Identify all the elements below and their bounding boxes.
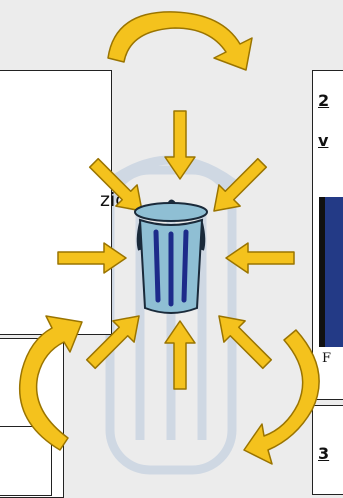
right-panel-heading-number: 2	[318, 91, 330, 110]
arrows-layer	[18, 11, 320, 465]
curved-arrow-icon	[107, 11, 253, 71]
straight-arrow-icon	[225, 242, 295, 274]
bottom-right-heading-number: 3	[318, 444, 330, 463]
bottom-right-panel: 3	[312, 405, 343, 495]
straight-arrow-icon	[79, 304, 151, 376]
straight-arrow-icon	[164, 110, 196, 180]
curved-arrow-icon	[18, 315, 83, 451]
right-panel: 2 v F	[312, 70, 343, 400]
straight-arrow-icon	[57, 242, 127, 274]
straight-arrow-icon	[207, 304, 279, 376]
curved-arrow-icon	[243, 329, 320, 465]
right-panel-heading-fragment: v	[318, 131, 329, 150]
trash-can-icon	[134, 199, 208, 314]
bottom-left-inner-panel	[0, 426, 52, 496]
right-panel-figure-caption: F	[322, 351, 332, 366]
right-panel-image	[319, 197, 343, 347]
straight-arrow-icon	[202, 151, 274, 223]
straight-arrow-icon	[164, 320, 196, 390]
